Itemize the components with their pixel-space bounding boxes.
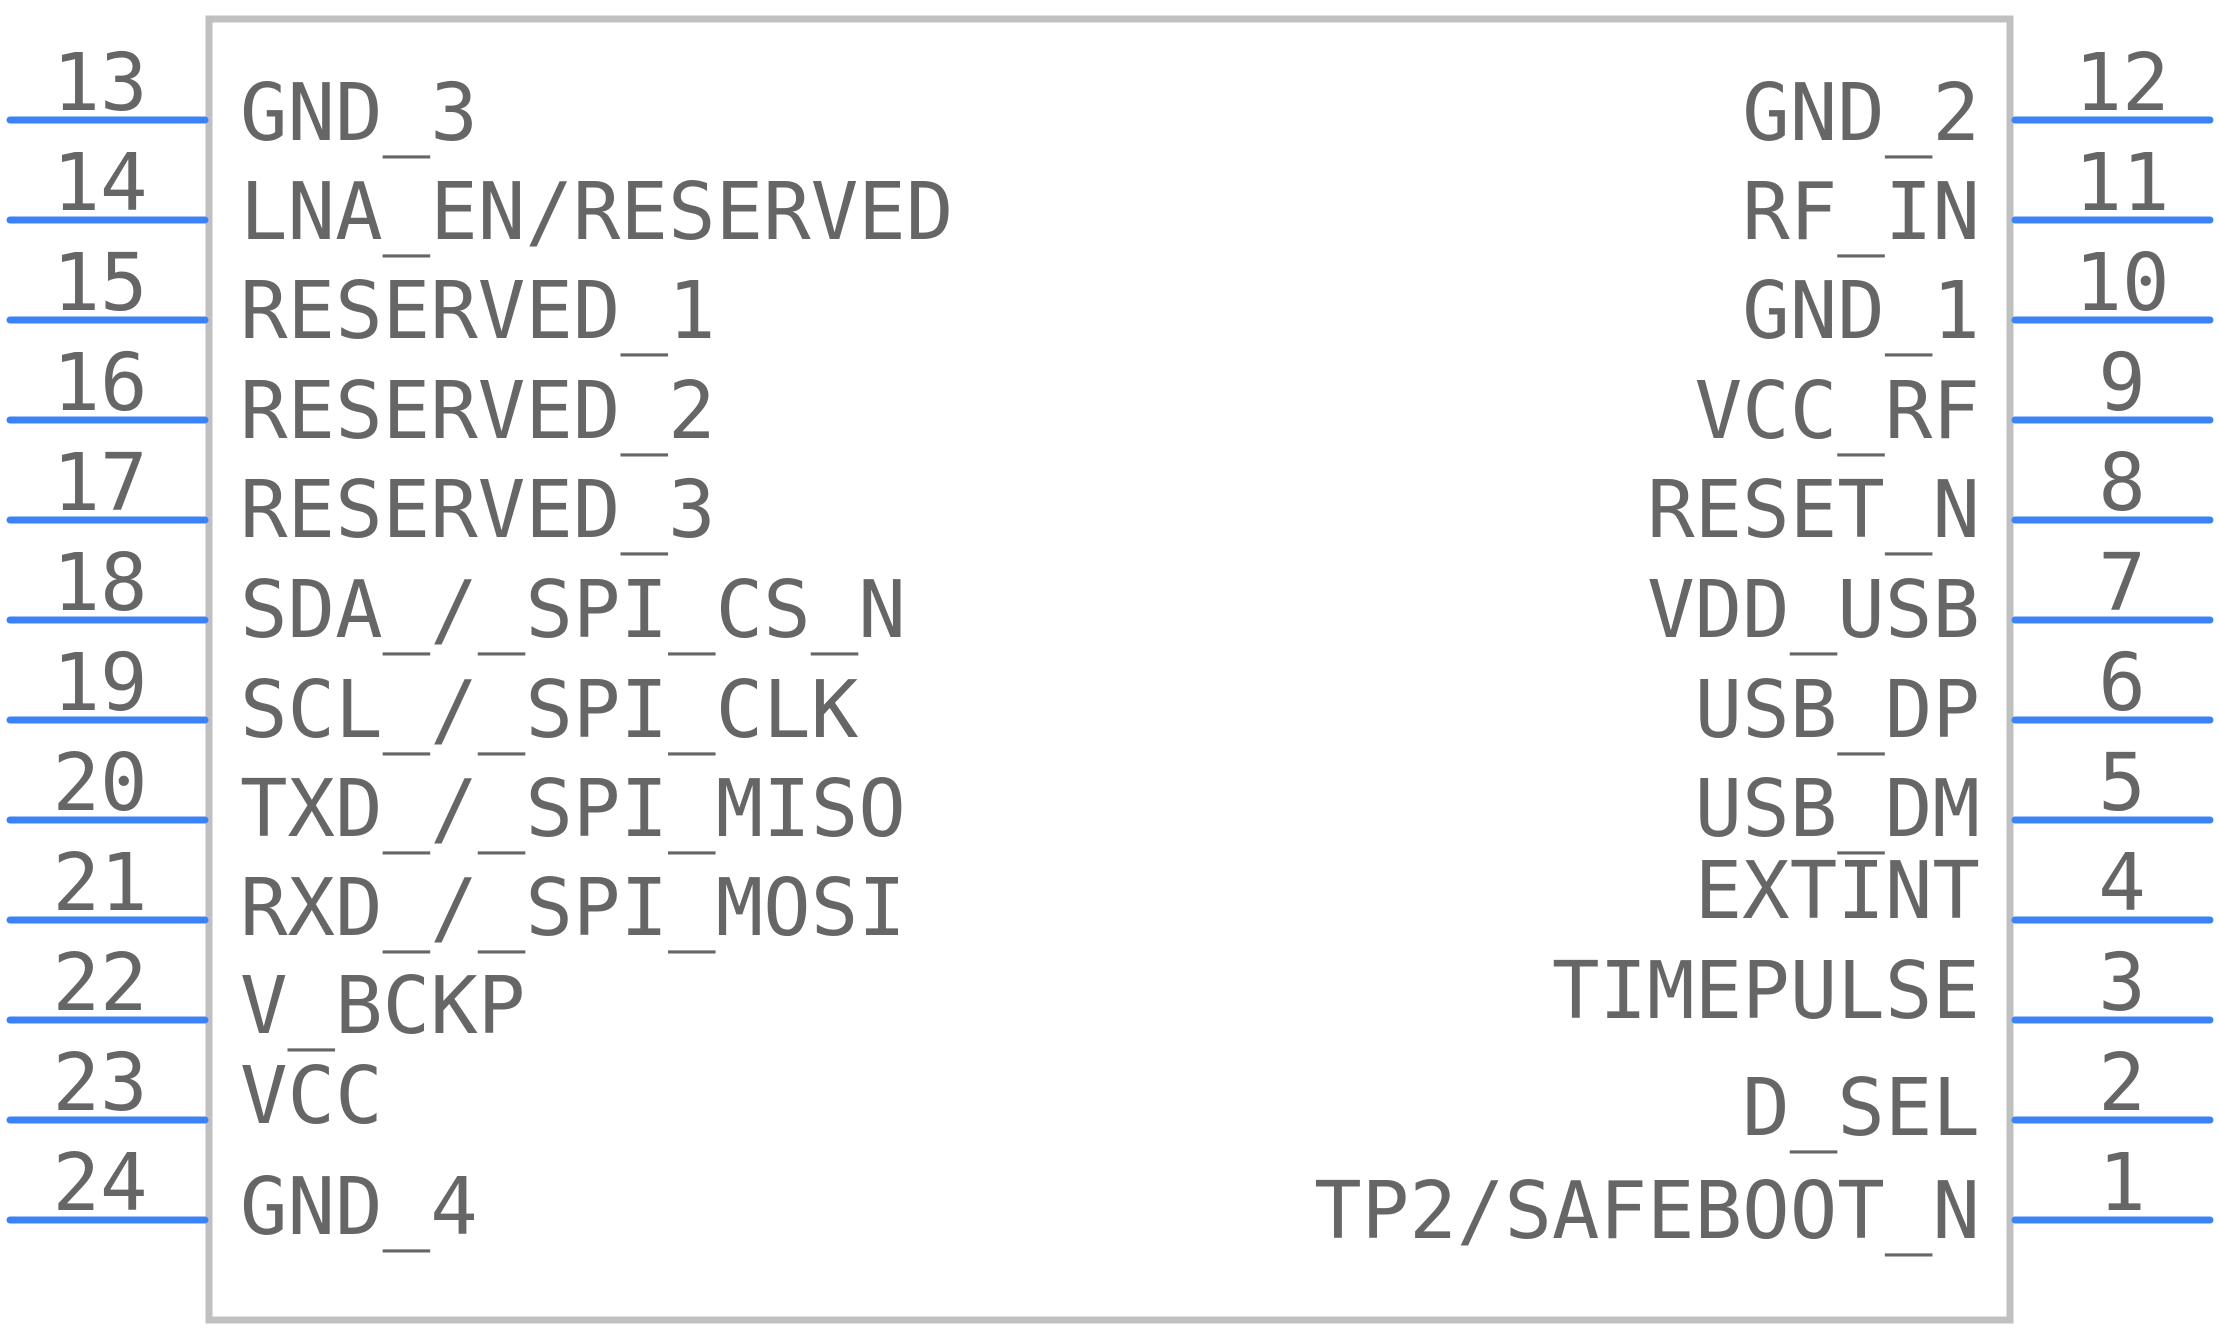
pin-number-24: 24: [52, 1137, 147, 1229]
pin-label-6: USB_DP: [1695, 664, 1980, 756]
pin-number-1: 1: [2098, 1137, 2146, 1229]
ic-body: [205, 15, 2014, 1324]
pin-number-9: 9: [2098, 337, 2146, 429]
pin-number-17: 17: [52, 437, 147, 529]
pins-layer: [6, 116, 2214, 1224]
pin-number-2: 2: [2098, 1037, 2146, 1129]
pin-label-2: D_SEL: [1742, 1062, 1980, 1154]
pin-number-5: 5: [2098, 737, 2146, 829]
pin-label-3: TIMEPULSE: [1552, 945, 1980, 1037]
pin-number-19: 19: [52, 637, 147, 729]
pin-label-15: RESERVED_1: [240, 265, 716, 357]
pin-number-4: 4: [2098, 837, 2146, 929]
pin-label-4: EXTINT: [1695, 845, 1980, 937]
pin-number-15: 15: [52, 237, 147, 329]
pin-label-24: GND_4: [240, 1161, 478, 1253]
pin-number-8: 8: [2098, 437, 2146, 529]
pin-number-23: 23: [52, 1037, 147, 1129]
pin-number-20: 20: [52, 737, 147, 829]
pin-label-9: VCC_RF: [1695, 365, 1980, 457]
pin-label-16: RESERVED_2: [240, 365, 716, 457]
pin-label-8: RESET_N: [1647, 464, 1980, 556]
pin-number-7: 7: [2098, 537, 2146, 629]
pin-number-18: 18: [52, 537, 147, 629]
pin-number-6: 6: [2098, 637, 2146, 729]
pin-number-10: 10: [2074, 237, 2169, 329]
pin-label-21: RXD_/_SPI_MOSI: [240, 862, 906, 954]
pin-number-21: 21: [52, 837, 147, 929]
pin-label-5: USB_DM: [1695, 763, 1980, 855]
pin-number-12: 12: [2074, 37, 2169, 129]
pin-label-10: GND_1: [1742, 265, 1980, 357]
pin-label-22: V_BCKP: [240, 960, 525, 1052]
pin-number-22: 22: [52, 937, 147, 1029]
pin-label-19: SCL_/_SPI_CLK: [240, 664, 859, 756]
pin-label-20: TXD_/_SPI_MISO: [240, 763, 906, 855]
pin-label-13: GND_3: [240, 67, 478, 159]
pin-label-17: RESERVED_3: [240, 464, 716, 556]
pin-label-12: GND_2: [1742, 67, 1980, 159]
pin-label-7: VDD_USB: [1647, 564, 1980, 656]
pin-number-3: 3: [2098, 937, 2146, 1029]
pin-label-14: LNA_EN/RESERVED: [240, 166, 953, 258]
pin-label-1: TP2/SAFEBOOT_N: [1314, 1165, 1980, 1257]
pin-label-11: RF_IN: [1742, 166, 1980, 258]
pin-number-14: 14: [52, 137, 147, 229]
pin-number-11: 11: [2074, 137, 2169, 229]
pin-label-18: SDA_/_SPI_CS_N: [240, 564, 906, 656]
pin-label-23: VCC: [240, 1050, 383, 1142]
pin-number-16: 16: [52, 337, 147, 429]
pin-number-13: 13: [52, 37, 147, 129]
